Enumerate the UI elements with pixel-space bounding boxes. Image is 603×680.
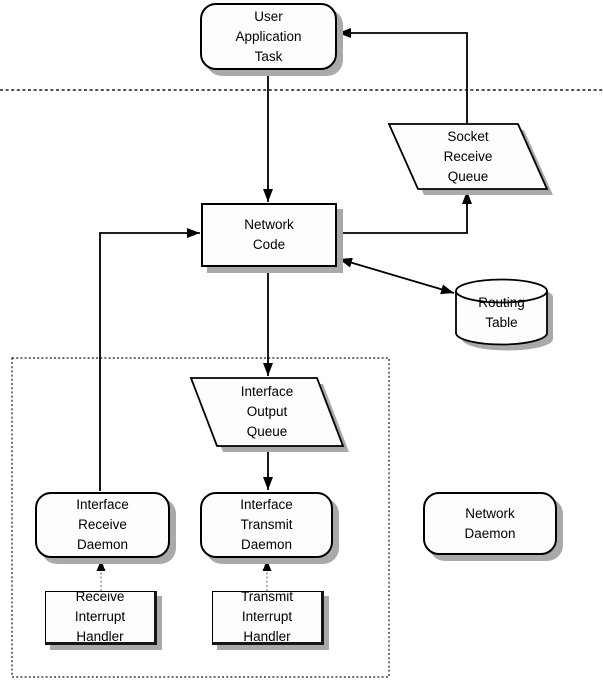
node-interface-output-queue: Interface Output Queue	[202, 381, 332, 443]
edge-receivedaemon-to-networkcode	[99, 228, 200, 491]
node-receive-interrupt-handler: Receive Interrupt Handler	[45, 589, 157, 645]
node-interface-transmit-daemon: Interface Transmit Daemon	[200, 492, 333, 558]
node-label: Socket Receive Queue	[443, 129, 493, 184]
node-label: Network Daemon	[464, 505, 516, 541]
node-label: Interface Receive Daemon	[76, 497, 129, 552]
edges	[99, 28, 472, 491]
node-label: Receive Interrupt Handler	[74, 589, 126, 644]
driver-boundary-box	[11, 357, 390, 678]
interrupt-edges	[96, 560, 272, 591]
node-transmit-interrupt-handler: Transmit Interrupt Handler	[212, 589, 324, 645]
node-user-application-task: User Application Task	[200, 3, 337, 70]
routing-table-shape	[455, 278, 553, 351]
node-label: Network Code	[244, 217, 294, 252]
edge-socketqueue-to-userapp	[338, 28, 468, 123]
node-network-code: Network Code	[201, 203, 337, 267]
node-routing-table: Routing Table	[446, 290, 557, 336]
node-label: Transmit Interrupt Handler	[240, 589, 293, 644]
node-interface-receive-daemon: Interface Receive Daemon	[35, 492, 170, 558]
node-socket-receive-queue: Socket Receive Queue	[403, 126, 533, 188]
socket-receive-queue-shape	[387, 123, 553, 195]
interface-output-queue-shape	[189, 377, 349, 452]
edge-networkcode-to-socketqueue	[338, 191, 472, 234]
node-label: User Application Task	[235, 8, 302, 64]
node-network-daemon: Network Daemon	[423, 492, 557, 555]
edge-networkcode-routingtable	[338, 257, 455, 295]
node-label: Routing Table	[478, 295, 525, 330]
node-label: Interface Output Queue	[240, 384, 294, 439]
node-label: Interface Transmit Daemon	[240, 497, 293, 552]
